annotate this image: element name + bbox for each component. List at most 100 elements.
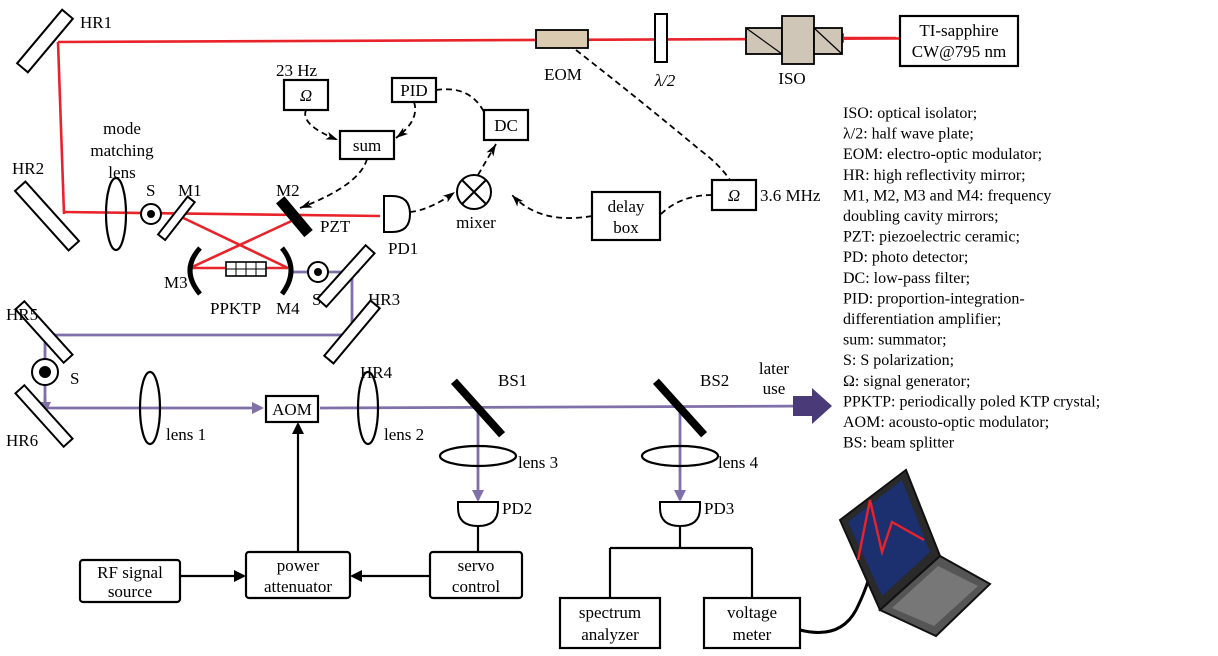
legend-line: BS: beam splitter [843, 435, 955, 452]
freq-36mhz-label: 3.6 MHz [760, 186, 821, 205]
legend-line: differentiation amplifier; [843, 311, 1001, 328]
hr3-mirror [316, 243, 376, 309]
legend-line: PD: photo detector; [843, 249, 968, 266]
eom-label: EOM [544, 65, 582, 84]
later-use-line1: later [759, 359, 790, 378]
s-polarization-icon [31, 358, 59, 386]
pd3-label: PD3 [704, 499, 734, 518]
legend-line: PZT: piezoelectric ceramic; [843, 229, 1020, 246]
lens2 [356, 370, 380, 446]
dash-omega-to-sum [304, 109, 339, 141]
ppktp-crystal [225, 261, 267, 277]
omega-36mhz-symbol: Ω [728, 186, 740, 205]
dash-delay-to-mixer [511, 194, 593, 219]
m2-label: M2 [276, 181, 300, 200]
s-label-1: S [146, 181, 155, 200]
lens1-label: lens 1 [166, 425, 206, 444]
bs1-splitter [450, 378, 506, 438]
red-beam-down [56, 41, 66, 215]
rf-source-box [78, 558, 182, 604]
hr5-mirror [14, 299, 74, 365]
legend-line: S: S polarization; [843, 352, 954, 369]
sum-label: sum [353, 136, 381, 155]
hr1-label: HR1 [80, 13, 112, 32]
m3-label: M3 [164, 273, 188, 292]
dash-eom-to-omega36 [575, 49, 731, 181]
lens1 [138, 370, 162, 446]
s-polarization-icon [140, 203, 162, 225]
spectrum-line2: analyzer [581, 625, 639, 644]
m4-label: M4 [276, 299, 300, 318]
dash-mixer-to-dc [477, 143, 497, 176]
lens3 [438, 444, 518, 468]
aom-label: AOM [272, 400, 312, 419]
legend-line: ISO: optical isolator; [843, 105, 977, 122]
eom-crystal [535, 29, 589, 49]
dc-box [482, 108, 530, 142]
legend-line: PPKTP: periodically poled KTP crystal; [843, 393, 1100, 410]
later-use-line2: use [763, 379, 786, 398]
laptop-icon [838, 468, 992, 638]
laser-box [898, 14, 1020, 68]
m2-mirror [276, 196, 313, 238]
rf-source-line1: RF signal [97, 563, 163, 582]
purple-beam-main [319, 404, 821, 410]
lens4 [640, 444, 720, 468]
delay-box-line1: delay [608, 197, 645, 216]
legend-line: sum: summator; [843, 332, 947, 349]
bs1-label: BS1 [498, 371, 527, 390]
wire-meter-laptop [799, 573, 872, 634]
hr2-label: HR2 [12, 159, 44, 178]
red-beam-to-cavity [63, 210, 381, 218]
dash-omega36-to-delay [659, 194, 713, 216]
half-wave-plate [654, 13, 668, 63]
omega-23hz-symbol: Ω [300, 86, 312, 105]
voltage-meter-box [702, 596, 802, 650]
optical-isolator [745, 15, 843, 65]
delay-box [590, 190, 662, 242]
pid-label: PID [400, 81, 427, 100]
lens4-label: lens 4 [718, 453, 759, 472]
pd3-detector [659, 501, 701, 528]
legend: ISO: optical isolator; λ/2: half wave pla… [843, 105, 1100, 452]
hr6-label: HR6 [6, 431, 38, 450]
pd2-detector [457, 501, 499, 528]
pid-box [390, 76, 438, 104]
legend-line: HR: high reflectivity mirror; [843, 167, 1026, 184]
m1-label: M1 [178, 181, 202, 200]
aom-box [264, 394, 320, 424]
bs2-label: BS2 [700, 371, 729, 390]
legend-line: λ/2: half wave plate; [843, 126, 974, 143]
spectrum-analyzer-box [558, 596, 662, 650]
power-attenuator-line2: attenuator [264, 577, 332, 596]
pd1-label: PD1 [388, 239, 418, 258]
hr4-label: HR4 [360, 363, 393, 382]
pd1-detector [383, 195, 412, 233]
servo-line2: control [452, 577, 500, 596]
legend-line: EOM: electro-optic modulator; [843, 146, 1042, 163]
dc-label: DC [494, 116, 518, 135]
half-wave-label: λ/2 [654, 71, 676, 90]
legend-line: M1, M2, M3 and M4: frequency [843, 187, 1051, 204]
lens2-label: lens 2 [384, 425, 424, 444]
mode-matching-line2: matching [90, 141, 154, 160]
spectrum-line1: spectrum [579, 603, 641, 622]
ppktp-label: PPKTP [210, 299, 261, 318]
mode-matching-line1: mode [103, 119, 141, 138]
lens3-label: lens 3 [518, 453, 558, 472]
mode-matching-lens [104, 176, 128, 252]
freq-23hz-label: 23 Hz [276, 61, 318, 80]
mixer-label: mixer [456, 213, 496, 232]
hr5-label: HR5 [6, 305, 38, 324]
s-label-3: S [70, 369, 79, 388]
hr1-mirror [15, 8, 75, 74]
bs2-splitter [652, 378, 708, 438]
wire-pd3-split [608, 526, 754, 598]
laser-line2: CW@795 nm [912, 42, 1007, 61]
delay-box-line2: box [613, 218, 639, 237]
laser-line1: TI-sapphire [919, 21, 998, 40]
legend-line: AOM: acousto-optic modulator; [843, 414, 1049, 431]
dash-sum-to-pzt [299, 158, 368, 209]
dash-pd1-to-mixer [409, 191, 456, 213]
